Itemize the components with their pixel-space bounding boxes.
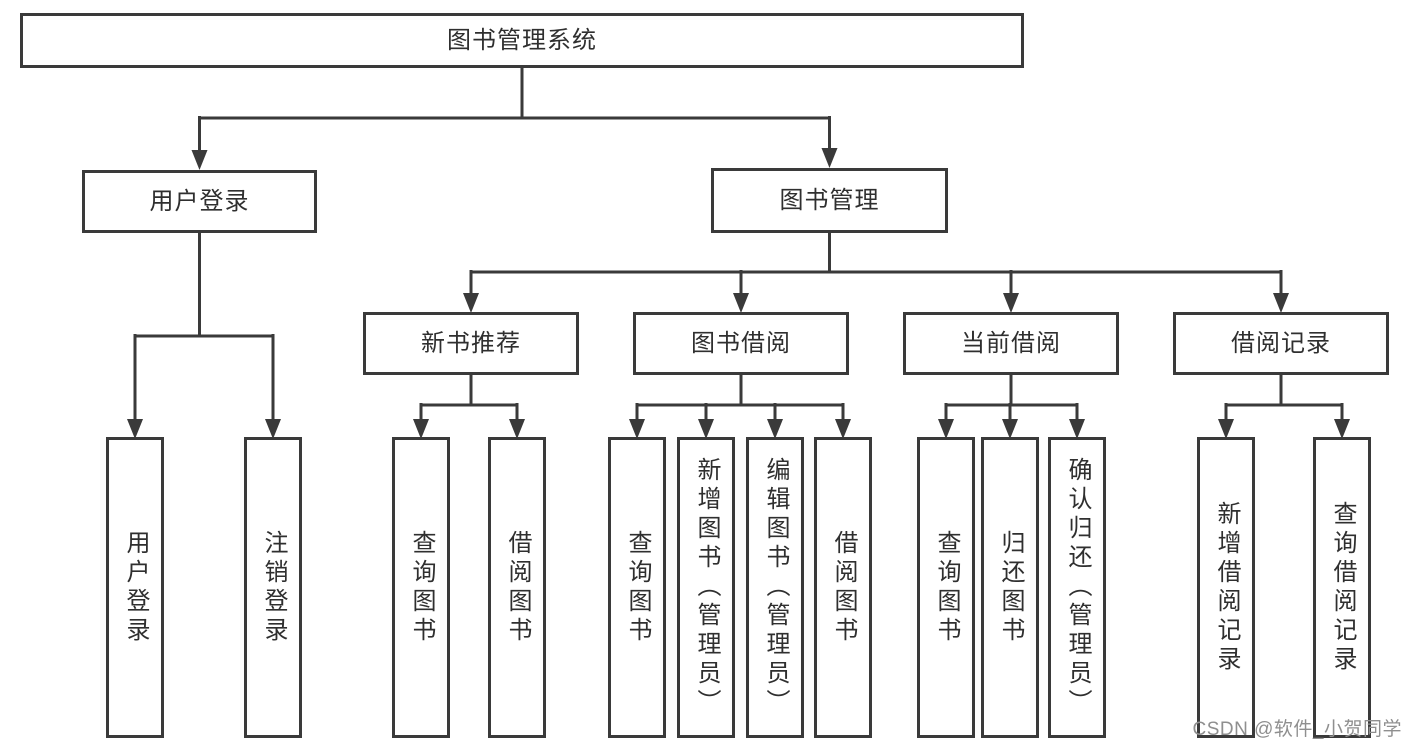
node-label: 图书管理 (779, 186, 880, 214)
leaf-label: 查询图书 (624, 529, 651, 646)
node-label: 图书借阅 (691, 329, 791, 357)
leaf-logout-login: 注销登录 (244, 437, 302, 738)
leaf-label: 借阅图书 (504, 529, 531, 646)
leaf-label: 查询借阅记录 (1329, 500, 1356, 675)
leaf-borrow-books: 借阅图书 (814, 437, 872, 738)
csdn-watermark: CSDN @软件_小贺同学 (1192, 719, 1402, 740)
leaf-label: 新增图书（管理员） (693, 457, 720, 718)
node-current-borrowing: 当前借阅 (903, 312, 1119, 375)
leaf-label: 查询图书 (933, 529, 960, 646)
node-library-management-system: 图书管理系统 (20, 13, 1024, 68)
node-label: 当前借阅 (961, 329, 1061, 357)
leaf-borrow-books: 借阅图书 (488, 437, 546, 738)
node-label: 用户登录 (149, 187, 250, 215)
leaf-label: 归还图书 (997, 529, 1024, 646)
node-label: 图书管理系统 (447, 26, 597, 54)
leaf-return-books: 归还图书 (981, 437, 1039, 738)
leaf-label: 用户登录 (122, 529, 149, 646)
leaf-label: 查询图书 (408, 529, 435, 646)
node-user-login: 用户登录 (82, 170, 317, 233)
leaf-query-books: 查询图书 (608, 437, 666, 738)
node-book-borrowing: 图书借阅 (633, 312, 849, 375)
leaf-add-borrow-record: 新增借阅记录 (1197, 437, 1255, 738)
leaf-add-books-admin: 新增图书（管理员） (677, 437, 735, 738)
leaf-query-books: 查询图书 (392, 437, 450, 738)
leaf-label: 借阅图书 (830, 529, 857, 646)
leaf-label: 确认归还（管理员） (1064, 457, 1091, 718)
leaf-edit-books-admin: 编辑图书（管理员） (746, 437, 804, 738)
leaf-query-books: 查询图书 (917, 437, 975, 738)
node-borrowing-records: 借阅记录 (1173, 312, 1389, 375)
leaf-label: 新增借阅记录 (1213, 500, 1240, 675)
node-new-book-recommendation: 新书推荐 (363, 312, 579, 375)
leaf-query-borrow-record: 查询借阅记录 (1313, 437, 1371, 738)
leaf-label: 注销登录 (260, 529, 287, 646)
leaf-confirm-return-admin: 确认归还（管理员） (1048, 437, 1106, 738)
node-label: 新书推荐 (421, 329, 521, 357)
leaf-label: 编辑图书（管理员） (762, 457, 789, 718)
leaf-user-login: 用户登录 (106, 437, 164, 738)
node-book-management: 图书管理 (711, 168, 948, 233)
node-label: 借阅记录 (1231, 329, 1331, 357)
